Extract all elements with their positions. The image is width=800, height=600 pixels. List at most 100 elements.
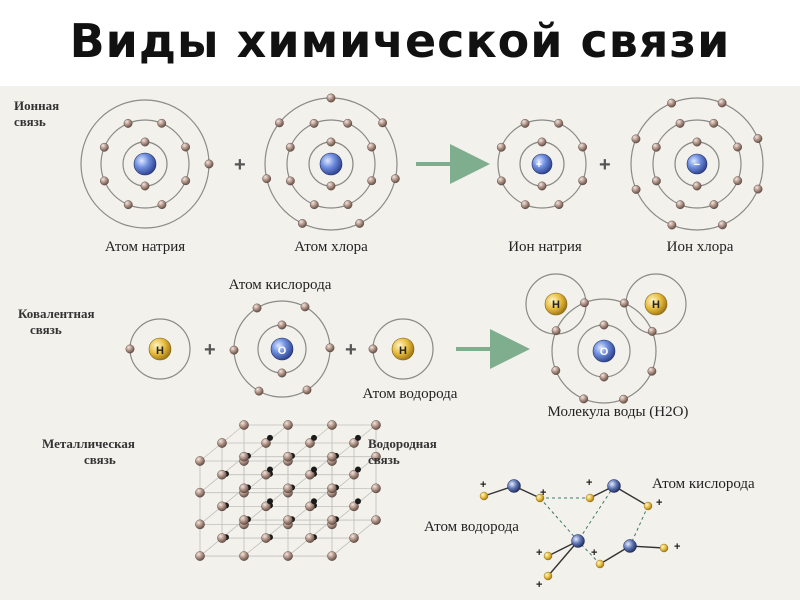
- electron-shell: [100, 119, 190, 209]
- electron: [579, 394, 589, 404]
- hydrogen-atom: [659, 543, 669, 553]
- hydrogen-bond-label-line1: Водородная: [368, 436, 437, 451]
- metallic-label-line1: Металлическая: [42, 436, 135, 451]
- chlorine-atom: [262, 93, 400, 231]
- oxygen-atom: [571, 534, 585, 548]
- electron: [496, 142, 506, 152]
- partial-charge-plus: +: [540, 487, 546, 499]
- oxygen-atom: [607, 479, 621, 493]
- electron: [578, 176, 588, 186]
- electron: [667, 98, 676, 108]
- electron: [125, 344, 135, 354]
- chemical-bonds-diagram: Ионная связь + + + − Атом натрия Атом хл…: [14, 93, 764, 591]
- free-electron: [311, 498, 317, 505]
- electron: [262, 174, 272, 184]
- electron: [578, 142, 588, 152]
- partial-charge-plus: +: [586, 477, 592, 489]
- electron: [651, 142, 661, 152]
- electron: [157, 200, 167, 210]
- hydrogen-atom: [643, 501, 653, 511]
- electron: [667, 220, 677, 230]
- electron: [718, 220, 727, 230]
- electron: [326, 137, 336, 147]
- electron: [157, 118, 167, 128]
- electron: [520, 200, 530, 210]
- free-electron: [267, 498, 273, 505]
- metal-ion: [327, 515, 337, 525]
- partial-charge-plus: +: [536, 547, 542, 559]
- partial-charge-plus: +: [656, 497, 662, 509]
- metal-ion: [217, 501, 227, 512]
- oxygen-nucleus: [592, 339, 616, 363]
- hydrogen-bond-dashed: [577, 485, 615, 542]
- electron: [675, 200, 685, 210]
- metal-ion: [283, 515, 293, 525]
- nucleus: [133, 152, 157, 176]
- hydrogen-nucleus: [544, 292, 568, 316]
- plus-sign: +: [599, 154, 611, 176]
- ionic-label-line2: связь: [14, 114, 46, 129]
- hydrogen-bond-label-line2: связь: [368, 452, 400, 467]
- electron: [647, 366, 657, 376]
- hydrogen-symbol: H: [652, 299, 660, 311]
- hydrogen-atom: [585, 493, 595, 503]
- electron: [733, 176, 743, 186]
- electron: [520, 118, 530, 128]
- electron: [709, 200, 719, 210]
- hydrogen-atom: [535, 493, 545, 503]
- oxygen-atom: [507, 479, 521, 493]
- electron-shell: [652, 119, 742, 209]
- metal-ion: [195, 519, 205, 530]
- electron-shell: [630, 97, 764, 231]
- electron: [285, 176, 295, 186]
- electron: [378, 118, 388, 128]
- metal-ion: [217, 469, 227, 480]
- metal-ion: [195, 551, 205, 561]
- electron: [274, 118, 284, 128]
- hydrogen-atom: [479, 491, 489, 501]
- electron: [140, 137, 150, 147]
- nucleus: [686, 153, 708, 175]
- metal-ion: [217, 438, 227, 448]
- electron: [651, 176, 661, 186]
- metal-ion: [261, 501, 271, 512]
- metal-ion: [239, 551, 249, 561]
- metal-ion: [371, 483, 381, 494]
- chlorine-ion: [630, 97, 764, 231]
- metal-ion: [371, 515, 381, 525]
- covalent-label-line1: Ковалентная: [18, 306, 95, 321]
- metal-ion: [195, 456, 205, 466]
- electron: [309, 118, 319, 128]
- electron: [300, 302, 310, 312]
- hydrogen-symbol: H: [552, 299, 560, 311]
- hydrogen-bond-dashed: [539, 497, 579, 542]
- free-electron: [355, 466, 361, 473]
- electron: [551, 366, 561, 375]
- electron: [733, 142, 743, 152]
- free-electron: [355, 498, 361, 505]
- sodium-atom-label: Атом натрия: [105, 239, 185, 255]
- metal-ion: [327, 551, 337, 561]
- electron: [390, 174, 400, 184]
- electron: [343, 118, 353, 128]
- electron: [551, 326, 561, 336]
- electron: [619, 394, 628, 404]
- ionic-label-line1: Ионная: [14, 98, 59, 113]
- electron: [99, 176, 109, 186]
- metal-ion: [305, 533, 315, 543]
- electron: [537, 137, 547, 147]
- electron: [619, 298, 629, 308]
- hydrogen-bond-molecules: ++++++++: [479, 477, 680, 591]
- metal-ion: [239, 451, 249, 462]
- hydrogen-atom: [543, 551, 553, 561]
- electron: [252, 303, 262, 313]
- metal-ion: [305, 438, 315, 448]
- electron: [709, 118, 719, 128]
- electron: [309, 200, 319, 210]
- electron: [277, 368, 287, 378]
- page-title: Виды химической связи: [69, 14, 731, 68]
- sodium-atom: [80, 99, 214, 229]
- electron: [229, 345, 239, 355]
- partial-charge-plus: +: [674, 541, 680, 553]
- electron: [580, 298, 589, 308]
